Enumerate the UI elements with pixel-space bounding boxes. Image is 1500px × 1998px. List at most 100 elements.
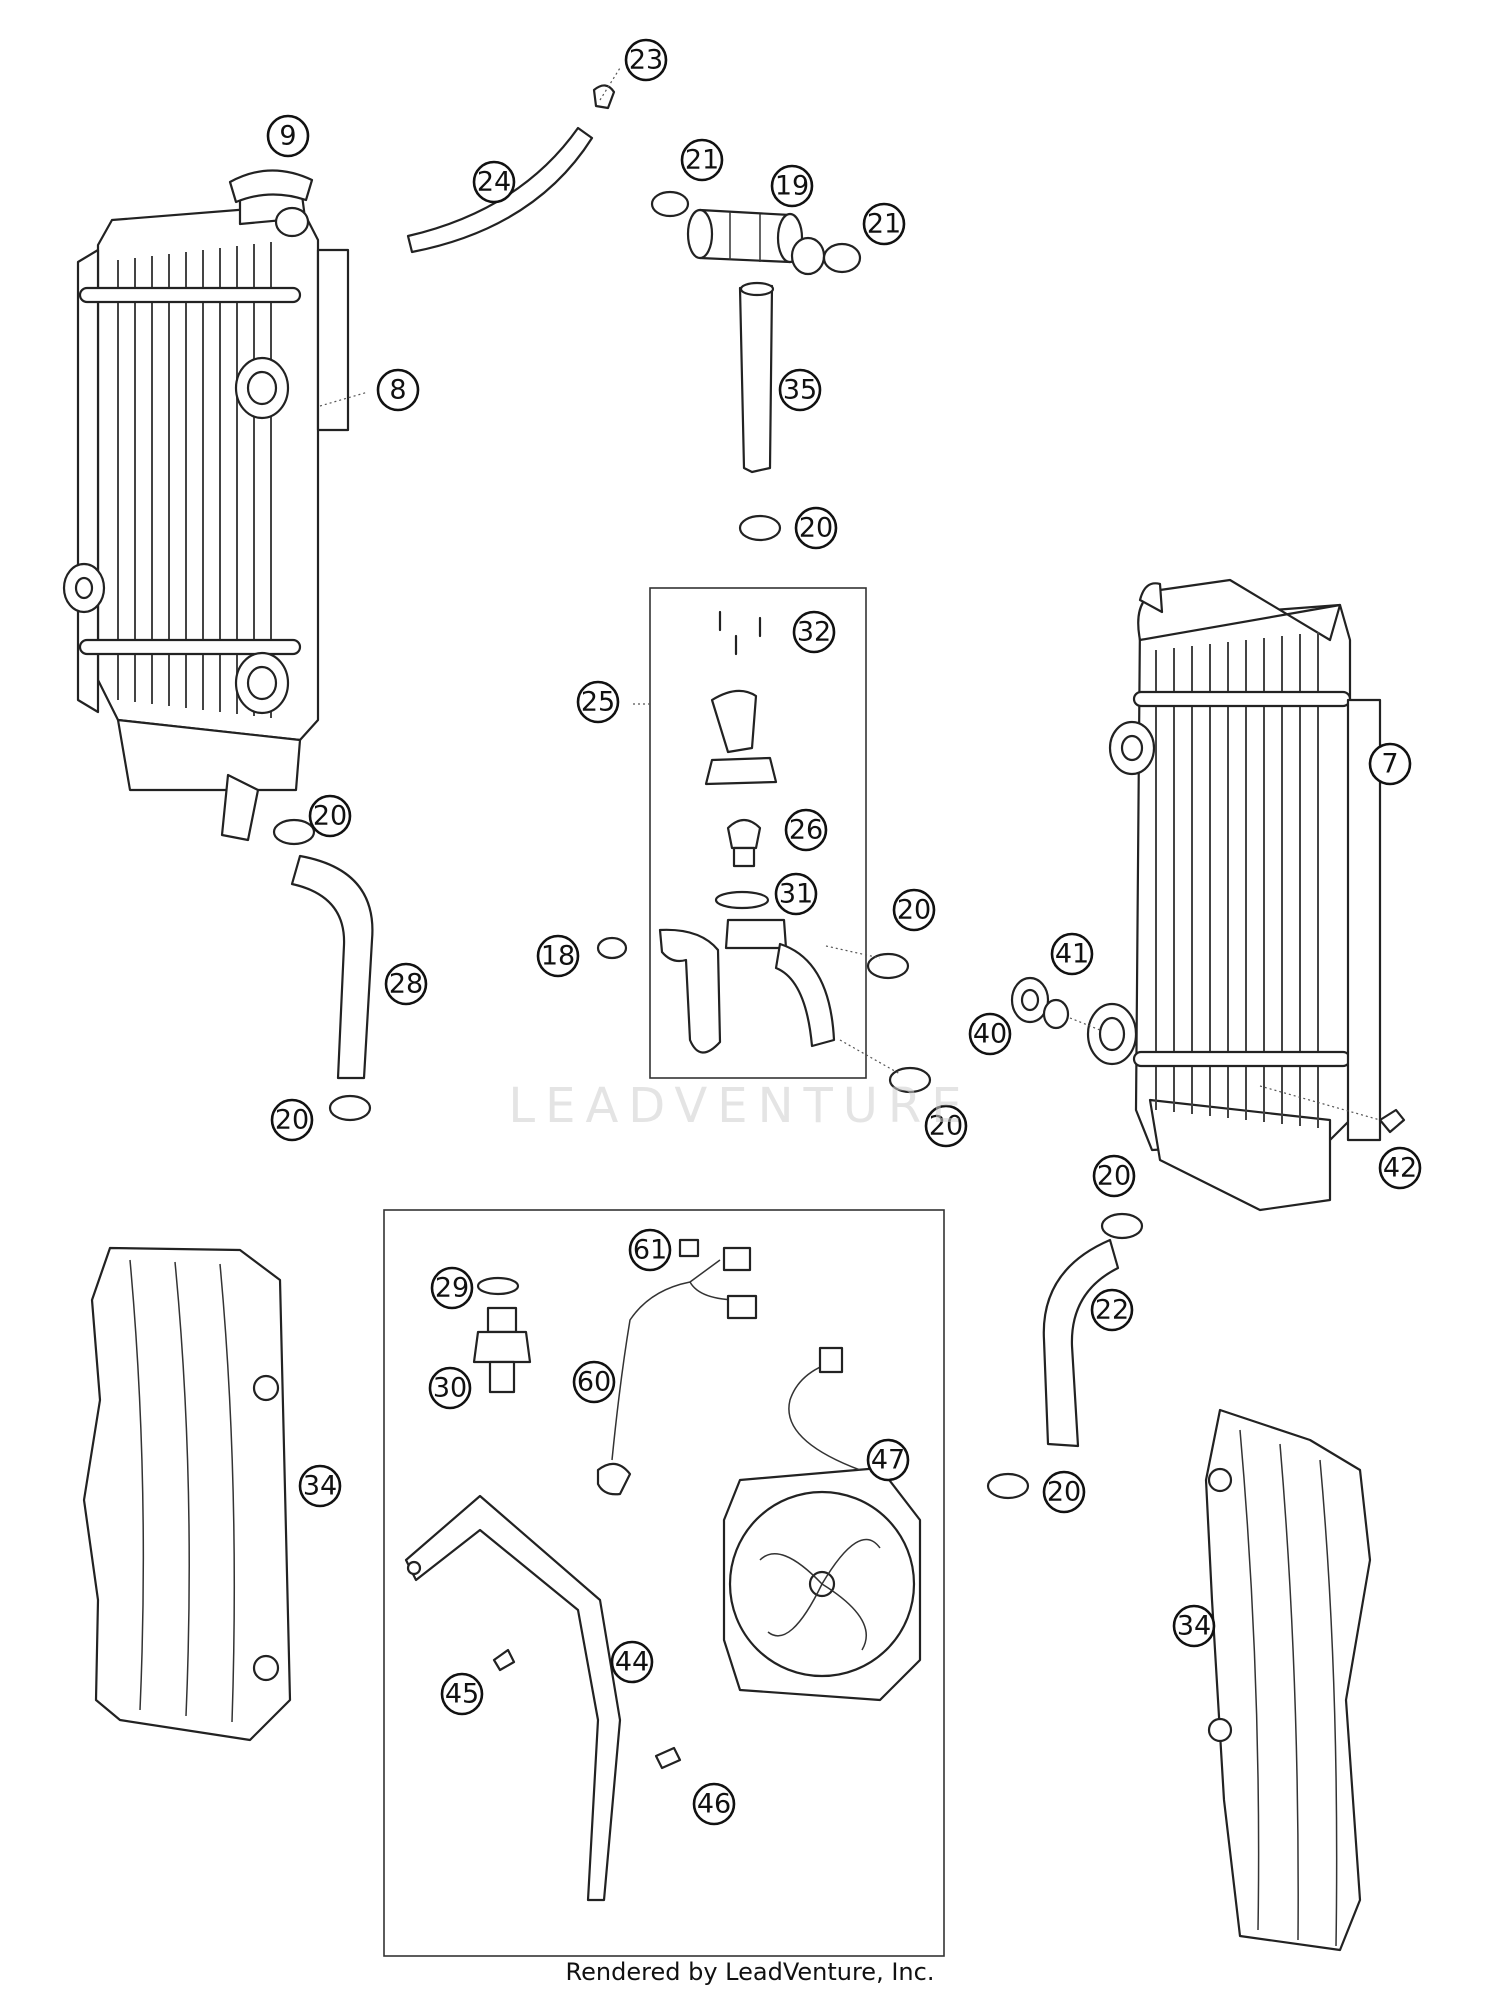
screw-45 [492, 1648, 516, 1672]
thermostat-base-y-hose [658, 918, 836, 1054]
callout-22: 22 [1090, 1288, 1134, 1332]
svg-text:20: 20 [275, 1105, 309, 1136]
guard-left-ribs [129, 1259, 236, 1723]
clamp-20-left-bottom [328, 1094, 372, 1122]
callout-24: 24 [472, 160, 516, 204]
callout-44: 44 [610, 1640, 654, 1684]
svg-text:30: 30 [433, 1373, 467, 1404]
screws-32 [718, 610, 762, 656]
callout-8: 8 [376, 368, 420, 412]
callout-29: 29 [430, 1266, 474, 1310]
callout-9: 9 [266, 114, 310, 158]
svg-text:20: 20 [929, 1111, 963, 1142]
callout-26: 26 [784, 808, 828, 852]
svg-text:18: 18 [541, 941, 575, 972]
svg-text:20: 20 [1047, 1477, 1081, 1508]
callout-20: 20 [1042, 1470, 1086, 1514]
clamp-20-box-top [866, 952, 910, 980]
callout-34: 34 [298, 1464, 342, 1508]
washer-41 [1042, 998, 1070, 1030]
thermostat-26 [726, 818, 762, 868]
callout-34: 34 [1172, 1604, 1216, 1648]
callout-23: 23 [624, 38, 668, 82]
temp-switch-30 [472, 1306, 532, 1394]
callout-25: 25 [576, 680, 620, 724]
callout-42: 42 [1378, 1146, 1422, 1190]
callout-20: 20 [1092, 1154, 1136, 1198]
left-radiator [62, 170, 350, 842]
svg-text:42: 42 [1383, 1153, 1417, 1184]
radiator-hose-28 [290, 854, 374, 1080]
callout-19: 19 [770, 164, 814, 208]
callout-47: 47 [866, 1438, 910, 1482]
svg-text:44: 44 [615, 1647, 649, 1678]
callout-28: 28 [384, 962, 428, 1006]
svg-text:41: 41 [1055, 939, 1089, 970]
callout-21: 21 [680, 138, 724, 182]
callout-35: 35 [778, 368, 822, 412]
pipe-35 [738, 284, 774, 474]
callout-20: 20 [924, 1104, 968, 1148]
svg-text:29: 29 [435, 1273, 469, 1304]
callout-18: 18 [536, 934, 580, 978]
bolt-46 [654, 1746, 682, 1770]
o-ring-31 [714, 890, 770, 910]
clamp-20-right-top [1100, 1212, 1144, 1240]
svg-text:26: 26 [789, 815, 823, 846]
right-radiator [1086, 578, 1382, 1212]
hose-clamp-23 [592, 84, 616, 110]
clamp-20-left-top [272, 818, 316, 846]
svg-text:19: 19 [775, 171, 809, 202]
svg-text:22: 22 [1095, 1295, 1129, 1326]
svg-text:31: 31 [779, 879, 813, 910]
guard-right-ribs [1239, 1429, 1338, 1947]
clamp-21-left [650, 190, 690, 218]
radiator-guard-34-right [1204, 1408, 1372, 1952]
svg-text:34: 34 [1177, 1611, 1211, 1642]
callout-31: 31 [774, 872, 818, 916]
fan-kit-box [383, 1209, 945, 1957]
svg-text:21: 21 [685, 145, 719, 176]
callout-21: 21 [862, 202, 906, 246]
callout-32: 32 [792, 610, 836, 654]
callout-20: 20 [794, 506, 838, 550]
svg-text:28: 28 [389, 969, 423, 1000]
callout-20: 20 [270, 1098, 314, 1142]
clamp-20-top [738, 514, 782, 542]
svg-text:40: 40 [973, 1019, 1007, 1050]
vent-hose [406, 126, 594, 254]
svg-text:34: 34 [303, 1471, 337, 1502]
footer-credit: Rendered by LeadVenture, Inc. [565, 1958, 935, 1986]
callout-60: 60 [572, 1360, 616, 1404]
callout-46: 46 [692, 1782, 736, 1826]
callout-40: 40 [968, 1012, 1012, 1056]
svg-text:61: 61 [633, 1235, 667, 1266]
svg-text:25: 25 [581, 687, 615, 718]
callout-45: 45 [440, 1672, 484, 1716]
thermostat-housing-25 [704, 689, 778, 786]
fan-47 [722, 1346, 922, 1702]
callout-30: 30 [428, 1366, 472, 1410]
bolt-42 [1378, 1108, 1406, 1134]
svg-text:7: 7 [1381, 749, 1398, 780]
clamp-18 [596, 936, 628, 960]
svg-text:20: 20 [313, 801, 347, 832]
callout-41: 41 [1050, 932, 1094, 976]
wiring-harness-60-61 [596, 1238, 758, 1496]
svg-text:24: 24 [477, 167, 511, 198]
svg-text:20: 20 [1097, 1161, 1131, 1192]
svg-text:23: 23 [629, 45, 663, 76]
seal-ring-29 [476, 1276, 520, 1296]
watermark-text: LEADVENTURE [508, 1078, 972, 1134]
svg-text:45: 45 [445, 1679, 479, 1710]
thermostat-kit-box [649, 587, 867, 1079]
svg-text:21: 21 [867, 209, 901, 240]
svg-text:47: 47 [871, 1445, 905, 1476]
callout-20: 20 [308, 794, 352, 838]
radiator-cap [228, 169, 314, 204]
svg-text:20: 20 [799, 513, 833, 544]
clamp-21-right [822, 242, 862, 274]
callout-20: 20 [892, 888, 936, 932]
callout-61: 61 [628, 1228, 672, 1272]
